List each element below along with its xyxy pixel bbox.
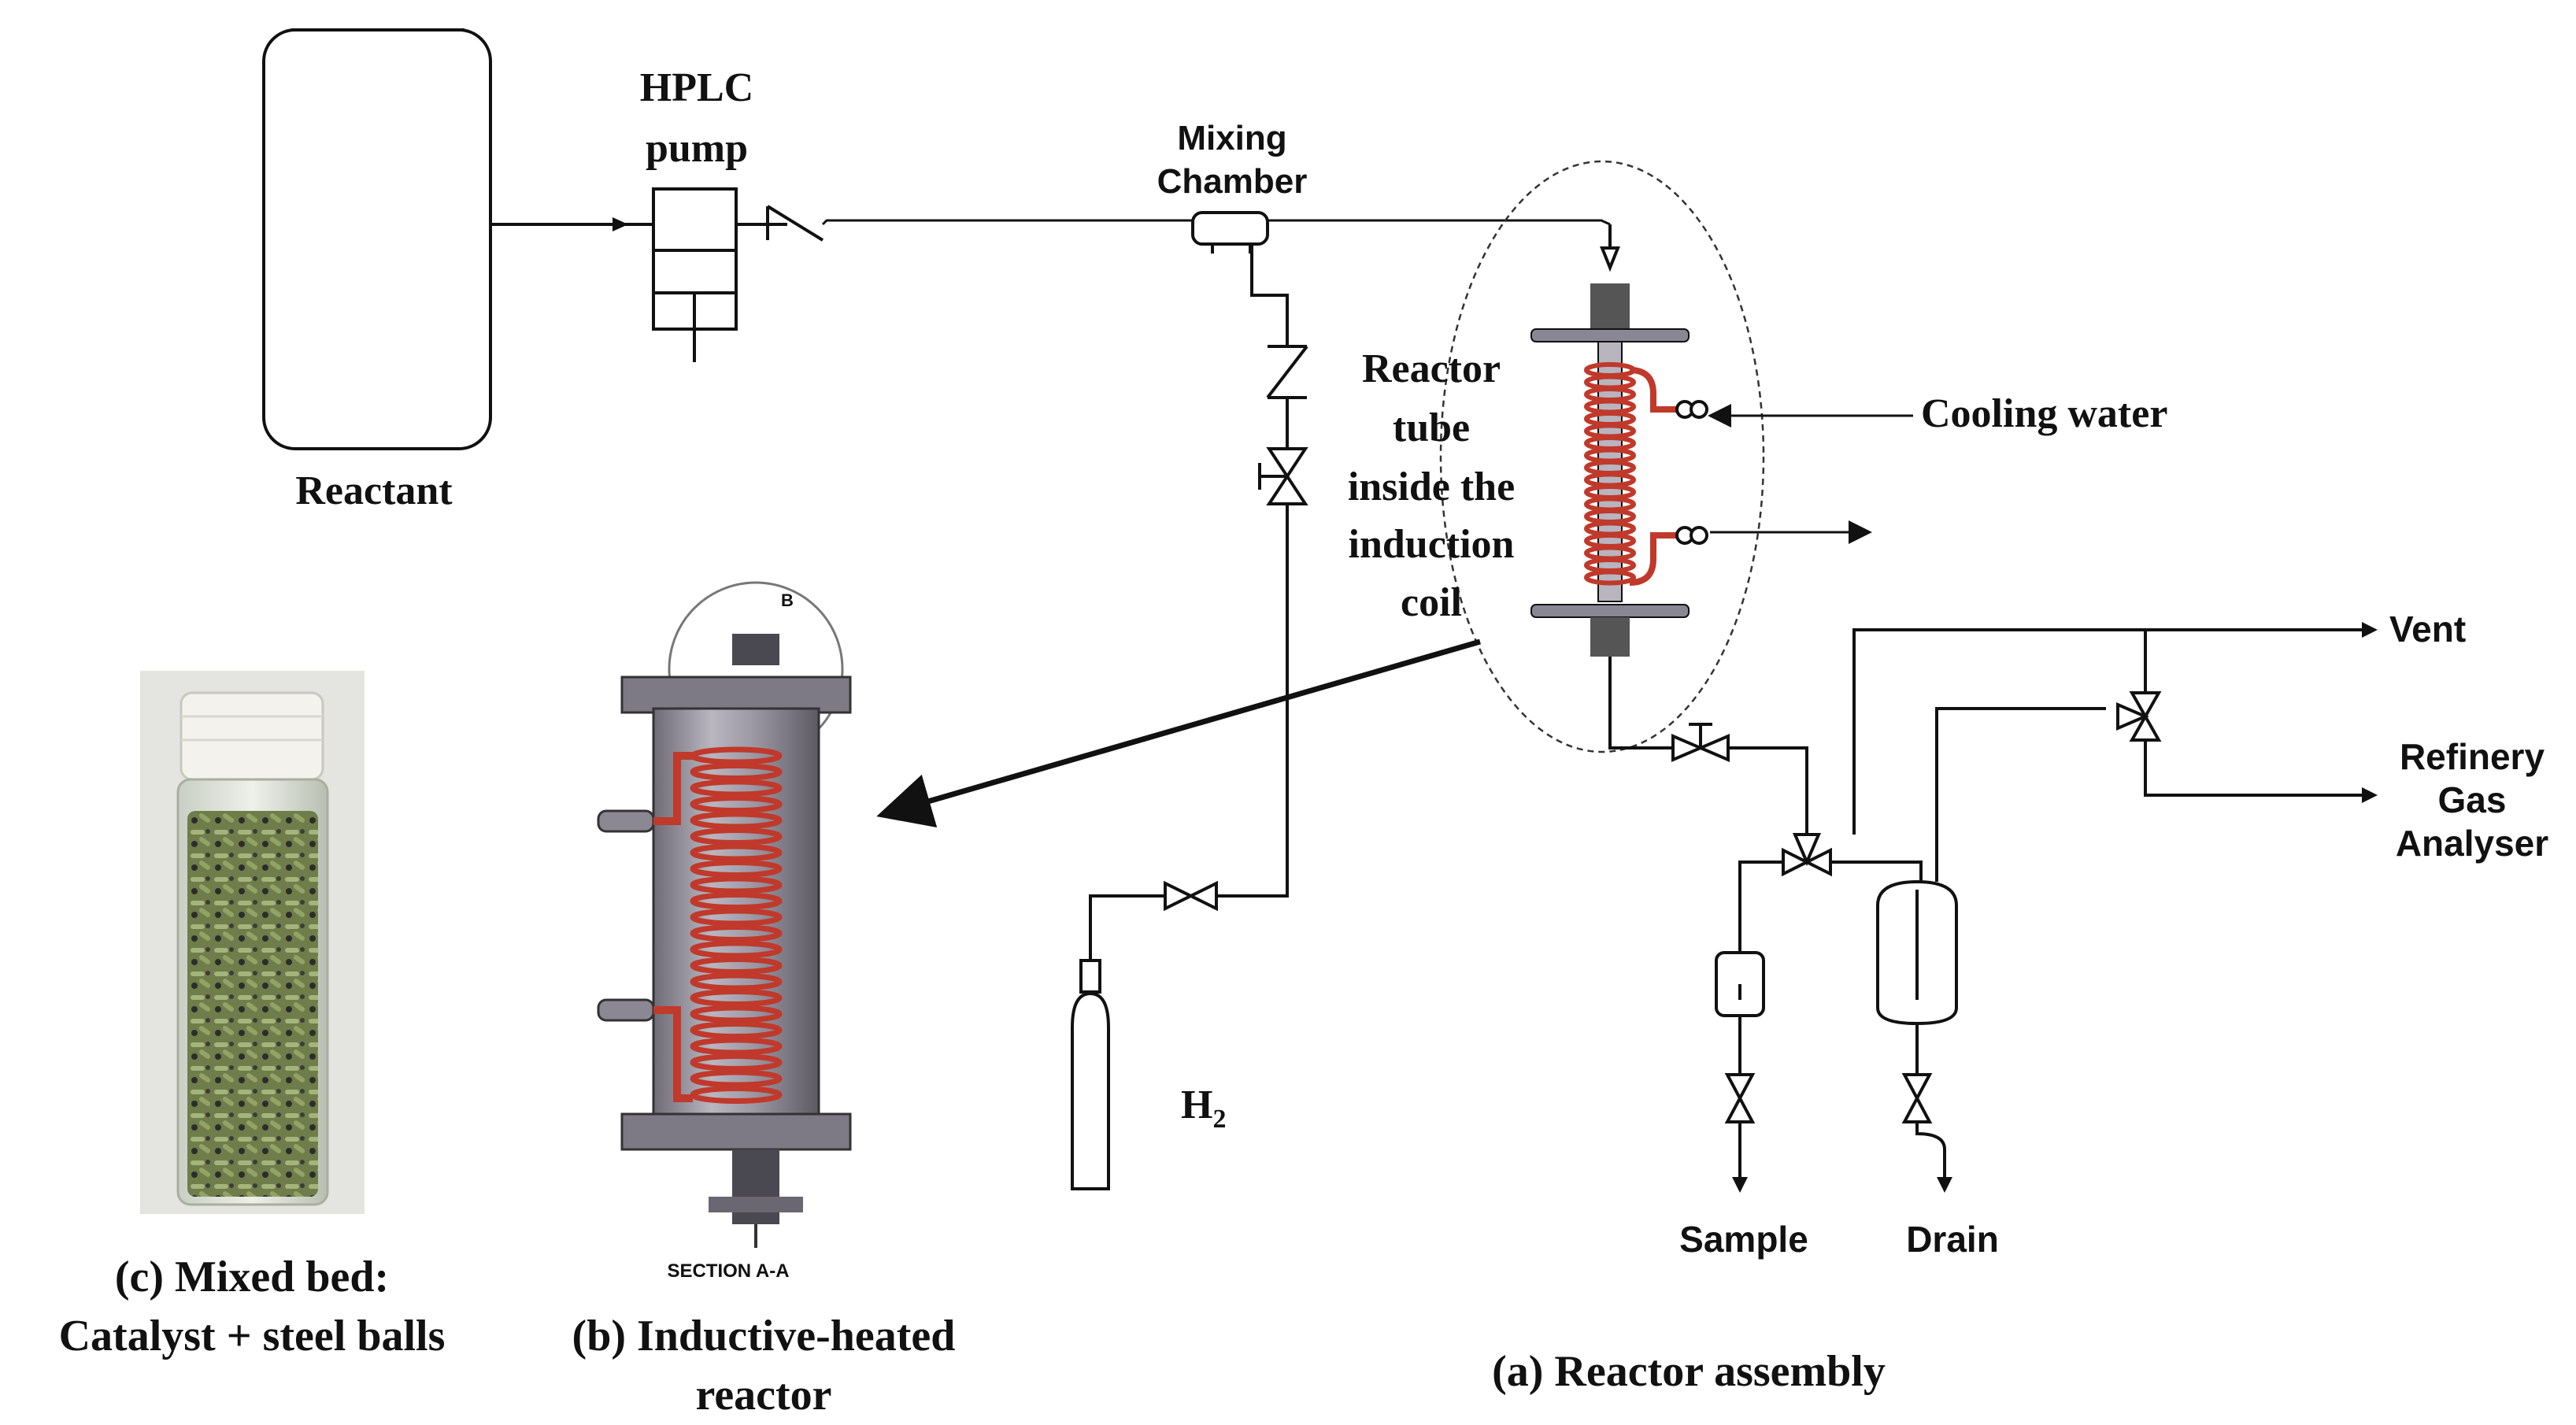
reactor-outlet-line bbox=[1608, 657, 1673, 750]
hplc-pump bbox=[652, 187, 738, 362]
detail-coil-turn bbox=[690, 1069, 783, 1088]
caption-b-line2: reactor bbox=[695, 1371, 831, 1419]
inductive-reactor-coil-leads bbox=[653, 752, 693, 1102]
refinery-label-line3: Analyser bbox=[2396, 823, 2548, 864]
outlet-valve-icon bbox=[1671, 723, 1730, 763]
detail-coil-turn bbox=[690, 843, 783, 862]
detail-coil-turn bbox=[690, 1053, 783, 1072]
hplc-pump-label-line2: pump bbox=[646, 126, 748, 171]
detail-coil-turn bbox=[690, 1021, 783, 1039]
reactor-tube bbox=[1530, 283, 1690, 657]
vent-label: Vent bbox=[2389, 609, 2466, 650]
detail-coil-turn bbox=[690, 924, 783, 942]
h2-cylinder-line bbox=[1089, 894, 1165, 960]
detail-coil-turn bbox=[690, 972, 783, 991]
hplc-pump-label-line1: HPLC bbox=[640, 65, 753, 110]
reactant-label: Reactant bbox=[295, 468, 453, 513]
h2-label: H2 bbox=[1181, 1083, 1226, 1134]
detail-coil-turn bbox=[690, 827, 783, 846]
drain-valve-icon bbox=[1901, 1073, 1933, 1123]
drain-line bbox=[1915, 1023, 1946, 1177]
reactor-tube-label-line3: inside the bbox=[1348, 465, 1515, 509]
three-way-valve-analyser-icon bbox=[2116, 691, 2162, 742]
sample-branch-line bbox=[1738, 861, 1783, 984]
three-way-valve-separator-icon bbox=[1782, 833, 1832, 877]
detail-coil-turn bbox=[690, 763, 783, 781]
section-label: SECTION A-A bbox=[667, 1260, 789, 1282]
detail-coil-turn bbox=[690, 957, 783, 975]
induction-coil bbox=[1584, 362, 1636, 586]
h2-cylinder bbox=[1071, 959, 1110, 1190]
cooling-water-fittings bbox=[1629, 367, 1708, 586]
detail-coil-turn bbox=[690, 892, 783, 910]
analyser-arrow-icon bbox=[2362, 787, 2378, 803]
detail-coil-turn bbox=[690, 989, 783, 1007]
caption-c-line2: Catalyst + steel balls bbox=[59, 1312, 446, 1360]
detail-coil-turn bbox=[690, 795, 783, 813]
caption-b-line1: (b) Inductive-heated bbox=[572, 1312, 956, 1360]
reactor-tube-label-line1: Reactor bbox=[1362, 346, 1501, 391]
coil-turn bbox=[1584, 569, 1636, 586]
vent-arrow-icon bbox=[2362, 622, 2378, 638]
sample-label: Sample bbox=[1679, 1219, 1808, 1260]
h2-valve-vertical-icon bbox=[1258, 447, 1308, 505]
drain-label: Drain bbox=[1906, 1219, 1999, 1260]
caption-a: (a) Reactor assembly bbox=[1492, 1347, 1886, 1396]
refinery-label-line2: Gas bbox=[2438, 779, 2507, 820]
drain-vessel bbox=[1876, 879, 1958, 1026]
detail-coil-turn bbox=[690, 875, 783, 894]
drain-arrow-icon bbox=[1937, 1177, 1952, 1193]
detail-coil-turn bbox=[690, 860, 783, 878]
mixing-chamber-label-line1: Mixing bbox=[1177, 119, 1286, 157]
detail-coil-turn bbox=[690, 811, 783, 830]
detail-coil-turn bbox=[690, 1005, 783, 1023]
mixing-chamber bbox=[1191, 211, 1269, 254]
detail-coil-turn bbox=[690, 779, 783, 798]
detail-pointer-arrow bbox=[876, 638, 1481, 828]
reactant-tank bbox=[262, 28, 492, 450]
feed-line-arrow-icon bbox=[613, 217, 628, 231]
h2-line-vertical bbox=[1216, 398, 1289, 898]
detail-coil-turn bbox=[690, 908, 783, 927]
reactor-highlight-ellipse bbox=[1439, 160, 1765, 753]
caption-c-line1: (c) Mixed bed: bbox=[115, 1253, 389, 1301]
analyser-vent-connection bbox=[2144, 630, 2362, 797]
inductive-reactor-drawing: B bbox=[597, 581, 852, 1248]
h2-check-valve-icon bbox=[1266, 345, 1308, 399]
reactor-tube-label-line5: coil bbox=[1401, 580, 1462, 625]
reactor-tube-label-line2: tube bbox=[1393, 405, 1470, 450]
refinery-label-line1: Refinery bbox=[2400, 736, 2545, 777]
detail-b-label: B bbox=[781, 590, 794, 610]
reactor-inlet-fitting-icon bbox=[1600, 246, 1620, 272]
h2-feed-line bbox=[1250, 244, 1289, 346]
sample-arrow-icon bbox=[1732, 1177, 1748, 1193]
separator-feed-line bbox=[1728, 746, 1808, 835]
mixing-chamber-label-line2: Chamber bbox=[1157, 162, 1308, 201]
sample-vessel bbox=[1715, 951, 1765, 1017]
vent-line bbox=[1852, 628, 2362, 835]
sample-valve-icon bbox=[1724, 1073, 1756, 1123]
detail-coil-turn bbox=[690, 1037, 783, 1056]
reactor-tube-label-line4: induction bbox=[1349, 522, 1515, 567]
check-valve-icon bbox=[766, 205, 824, 242]
h2-valve-horizontal-icon bbox=[1164, 880, 1218, 912]
mixed-bed-photo bbox=[140, 671, 365, 1214]
analyser-line bbox=[1935, 707, 2106, 882]
detail-coil-turn bbox=[690, 940, 783, 959]
cooling-water-label: Cooling water bbox=[1921, 391, 2167, 436]
